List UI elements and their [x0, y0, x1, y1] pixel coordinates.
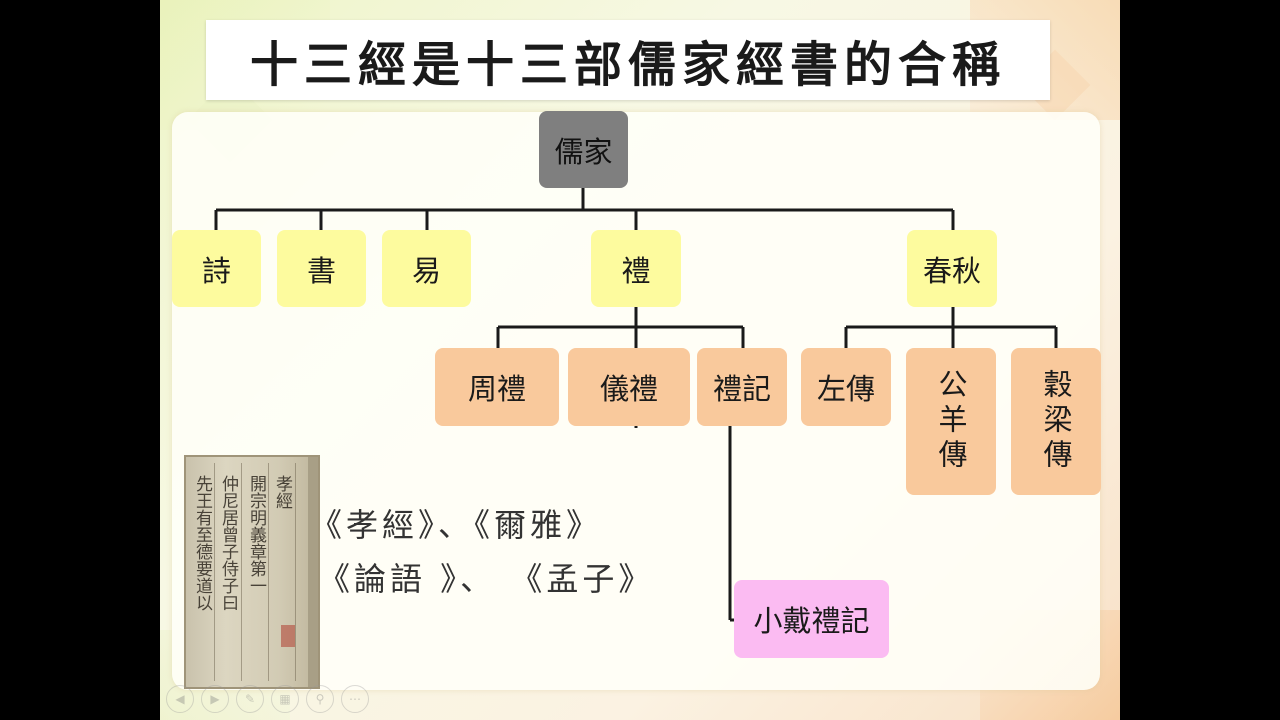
- book-column: 開宗明義章第一: [246, 475, 266, 594]
- title-box: 十三經是十三部儒家經書的合稱: [206, 20, 1050, 100]
- slides-icon[interactable]: ▦: [271, 685, 299, 713]
- more-icon[interactable]: ⋯: [341, 685, 369, 713]
- node-zuozhuan: 左傳: [801, 348, 891, 426]
- book-column: 孝經: [272, 475, 292, 509]
- node-guliangzhuan: 穀梁傳: [1011, 348, 1101, 495]
- book-column: 仲尼居曾子侍子曰: [218, 475, 238, 611]
- slide-title: 十三經是十三部儒家經書的合稱: [249, 37, 1006, 93]
- note-line-2: 《論語 》、 《孟子》: [318, 560, 655, 598]
- column-rule: [295, 463, 296, 681]
- note-line-1: 《孝經》、《爾雅》: [310, 506, 603, 544]
- next-icon[interactable]: ▶: [201, 685, 229, 713]
- xiaojing-book-image: 孝經 開宗明義章第一 仲尼居曾子侍子曰 先王有至德要道以: [184, 455, 320, 689]
- node-xiaodailiji: 小戴禮記: [734, 580, 889, 658]
- node-shi: 詩: [172, 230, 261, 307]
- node-chunqiu: 春秋: [907, 230, 997, 307]
- slideshow-nav-bar: ◀ ▶ ✎ ▦ ⚲ ⋯: [166, 685, 369, 713]
- column-rule: [214, 463, 215, 681]
- slide: 十三經是十三部儒家經書的合稱 儒家 詩: [160, 0, 1120, 720]
- book-column: 先王有至德要道以: [192, 475, 212, 611]
- book-spine: [308, 457, 318, 687]
- column-rule: [241, 463, 242, 681]
- node-liji: 禮記: [697, 348, 787, 426]
- node-gongyangzhuan: 公羊傳: [906, 348, 996, 495]
- node-zhouli: 周禮: [435, 348, 559, 426]
- column-rule: [268, 463, 269, 681]
- node-rujia: 儒家: [539, 111, 628, 188]
- node-yili: 儀禮: [568, 348, 690, 426]
- prev-icon[interactable]: ◀: [166, 685, 194, 713]
- zoom-icon[interactable]: ⚲: [306, 685, 334, 713]
- pen-icon[interactable]: ✎: [236, 685, 264, 713]
- node-li: 禮: [591, 230, 681, 307]
- node-yi: 易: [382, 230, 471, 307]
- seal-stamp: [281, 625, 295, 647]
- node-shu: 書: [277, 230, 366, 307]
